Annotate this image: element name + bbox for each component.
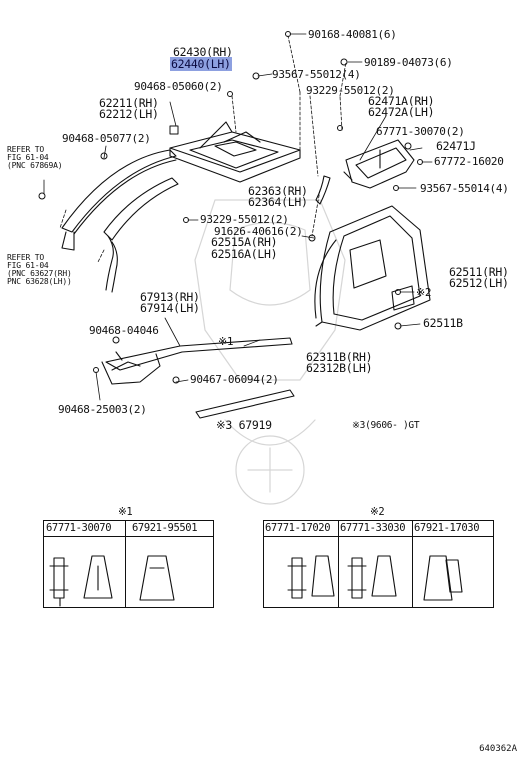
callout-62430-rh[interactable]: 62430(RH) (173, 45, 233, 59)
callout-62511-rh[interactable]: 62511(RH) (449, 265, 509, 279)
table1-part-67921-95501[interactable]: 67921-95501 (132, 522, 198, 534)
front-pillar (61, 149, 177, 251)
leader-lines (43, 33, 433, 401)
callout-90189-04073[interactable]: 90189-04073(6) (364, 56, 453, 69)
clip-drawings-table1 (49, 555, 175, 607)
callout-93229-55012-upper[interactable]: 93229-55012(2) (306, 84, 395, 97)
table2-cell-1: 67771-17020 (263, 520, 339, 608)
refer-note-1-line-1: REFER TO (7, 145, 44, 154)
callout-67772-16020[interactable]: 67772-16020 (434, 155, 504, 168)
callout-62212-lh[interactable]: 62212(LH) (99, 107, 159, 121)
callout-90468-05077[interactable]: 90468-05077(2) (62, 132, 151, 145)
refer-note-1-line-2: FIG 61-04 (7, 153, 49, 162)
callout-62515a-rh[interactable]: 62515A(RH) (211, 235, 278, 249)
callout-62211-rh[interactable]: 62211(RH) (99, 96, 159, 110)
refer-note-2-line-1: REFER TO (7, 253, 44, 262)
refer-note-2-line-4: PNC 63628(LH)) (7, 277, 72, 286)
table1-cell-1: 67771-30070 (43, 520, 126, 608)
table1-cell-2: 67921-95501 (125, 520, 214, 608)
callout-67919[interactable]: ※3 67919 (216, 418, 272, 432)
refer-note-1-line-3: (PNC 67869A) (7, 161, 63, 170)
callout-62363-rh[interactable]: 62363(RH) (248, 184, 308, 198)
table2-cell-2: 67771-33030 (338, 520, 413, 608)
refer-note-2: REFER TO FIG 61-04 (PNC 63627(RH) PNC 63… (7, 254, 72, 286)
refer-note-2-line-3: (PNC 63627(RH) (7, 269, 72, 278)
callout-62364-lh[interactable]: 62364(LH) (248, 195, 308, 209)
callout-91626-40616[interactable]: 91626-40616(2) (214, 225, 303, 238)
table2-part-67921-17030[interactable]: 67921-17030 (414, 522, 480, 534)
callout-67914-lh[interactable]: 67914(LH) (140, 301, 200, 315)
table2-mark: ※2 (370, 506, 385, 518)
callout-62472a-lh[interactable]: 62472A(LH) (368, 105, 435, 119)
diagram-id: 640362A (479, 744, 517, 754)
table2-cell-3: 67921-17030 (412, 520, 494, 608)
callout-62471j[interactable]: 62471J (436, 139, 476, 153)
callout-67913-rh[interactable]: 67913(RH) (140, 290, 200, 304)
callout-67771-30070[interactable]: 67771-30070(2) (376, 125, 465, 138)
callout-90468-04046[interactable]: 90468-04046 (89, 324, 159, 337)
headliner-panel (169, 121, 301, 183)
rear-pillar-lower (314, 205, 431, 331)
callout-gt-note: ※3(9606- )GT (352, 420, 420, 431)
callout-62511b[interactable]: 62511B (423, 316, 463, 330)
windshield-pillar (103, 177, 179, 293)
clip-drawings-table2 (287, 555, 463, 601)
quarter-trim-upper (343, 139, 415, 189)
callout-62516a-lh[interactable]: 62516A(LH) (211, 247, 278, 261)
callout-62471a-rh[interactable]: 62471A(RH) (368, 94, 435, 108)
callout-90168-40081[interactable]: 90168-40081(6) (308, 28, 397, 41)
table1-part-67771-30070[interactable]: 67771-30070 (46, 522, 112, 534)
watermark-logo (194, 199, 346, 505)
callout-62311b-rh[interactable]: 62311B(RH) (306, 350, 373, 364)
table2-part-67771-33030[interactable]: 67771-33030 (340, 522, 406, 534)
callout-93229-55012-lower[interactable]: 93229-55012(2) (200, 213, 289, 226)
callout-90468-25003[interactable]: 90468-25003(2) (58, 403, 147, 416)
refer-note-1: REFER TO FIG 61-04 (PNC 67869A) (7, 145, 63, 170)
table2-part-67771-17020[interactable]: 67771-17020 (265, 522, 331, 534)
table1-mark: ※1 (118, 506, 133, 518)
callout-90468-05060[interactable]: 90468-05060(2) (134, 80, 223, 93)
callout-mark-2[interactable]: ※2 (416, 286, 432, 299)
callout-93567-55012[interactable]: 93567-55012(4) (272, 68, 361, 81)
refer-note-2-line-2: FIG 61-04 (7, 261, 49, 270)
callout-62312b-lh[interactable]: 62312B(LH) (306, 361, 373, 375)
callout-62440-lh-highlighted[interactable]: 62440(LH) (170, 57, 232, 71)
callout-mark-1[interactable]: ※1 (218, 335, 234, 348)
callout-62512-lh[interactable]: 62512(LH) (449, 276, 509, 290)
callout-90467-06094[interactable]: 90467-06094(2) (190, 373, 279, 386)
step-molding (195, 389, 295, 419)
callout-93567-55014[interactable]: 93567-55014(4) (420, 182, 509, 195)
